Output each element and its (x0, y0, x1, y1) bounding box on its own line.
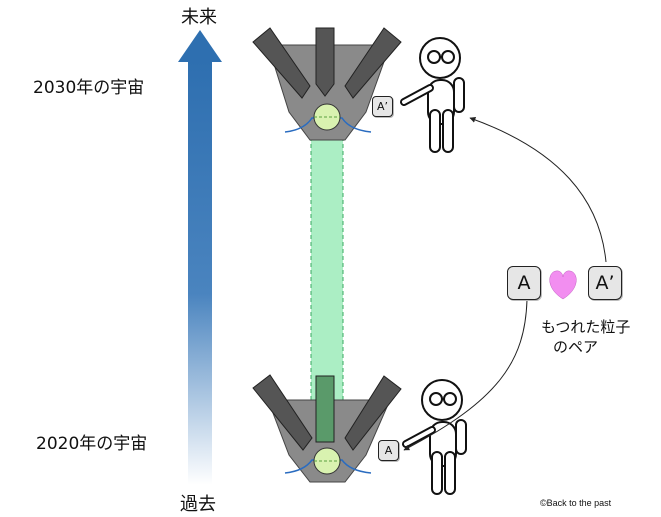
pair-caption: もつれた粒子 のペア (541, 317, 630, 357)
past-label: 過去 (180, 494, 216, 515)
link-to-bottom-observer (403, 299, 528, 451)
bottom-time-machine (252, 374, 402, 483)
era-label-2030: 2030年の宇宙 (33, 78, 145, 98)
entanglement-heart-icon (549, 270, 577, 300)
pair-caption-line2: のペア (553, 338, 599, 356)
pair-particle-a-prime-tile: A’ (588, 266, 622, 300)
link-to-top-observer (469, 116, 607, 263)
top-time-machine (252, 27, 402, 141)
future-label: 未来 (181, 7, 217, 28)
bottom-observer-particle-tile: A (378, 440, 399, 461)
top-observer-particle-tile: A’ (372, 96, 393, 117)
bottom-observer-figure (402, 379, 467, 495)
copyright-text: ©Back to the past (540, 498, 612, 508)
top-observer-figure (400, 37, 465, 153)
pair-particle-a-tile: A (507, 266, 541, 300)
time-axis-arrow (178, 30, 222, 485)
pair-caption-line1: もつれた粒子 (541, 318, 631, 336)
era-label-2020: 2020年の宇宙 (36, 434, 148, 454)
